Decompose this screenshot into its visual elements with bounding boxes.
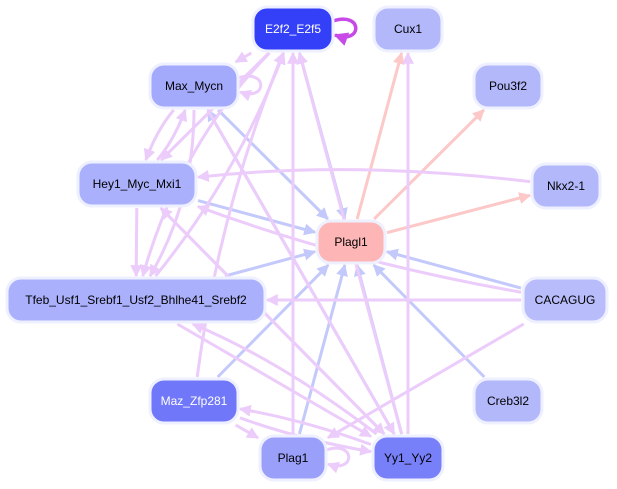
edge-Hey1_Myc_Mxi1-to-Tfeb_Usf1_Srebf1_Usf2_Bhlhe41_Srebf2 bbox=[130, 207, 143, 278]
node-Cux1[interactable]: Cux1 bbox=[372, 5, 444, 53]
node-label: Yy1_Yy2 bbox=[384, 451, 432, 465]
node-Max_Mycn[interactable]: Max_Mycn bbox=[148, 62, 240, 110]
edge-E2f2_E2f5-to-E2f2_E2f5 bbox=[332, 17, 358, 46]
edge-Creb3l2-to-Plagl1 bbox=[372, 263, 486, 379]
node-label: Maz_Zfp281 bbox=[161, 394, 228, 408]
edge-Plagl1-to-Pou3f2 bbox=[373, 108, 485, 221]
edge-Yy1_Yy2-to-Maz_Zfp281 bbox=[238, 404, 372, 446]
node-Hey1_Myc_Mxi1[interactable]: Hey1_Myc_Mxi1 bbox=[76, 160, 198, 208]
node-Plagl1[interactable]: Plagl1 bbox=[315, 219, 387, 265]
edge-Plag1-to-Plagl1 bbox=[297, 263, 348, 435]
node-label: Pou3f2 bbox=[489, 79, 527, 93]
node-Plag1[interactable]: Plag1 bbox=[258, 434, 328, 482]
edge-Plagl1-to-Cux1 bbox=[355, 51, 405, 220]
edge-E2f2_E2f5-to-Max_Mycn bbox=[234, 51, 253, 64]
edge-Plagl1-to-Nkx2-1 bbox=[386, 192, 532, 235]
edge-Tfeb_Usf1_Srebf1_Usf2_Bhlhe41_Srebf2-to-Plagl1 bbox=[224, 248, 317, 278]
nodes-layer: E2f2_E2f5 Cux1 Max_Mycn Pou3f2 Hey1_Myc_… bbox=[5, 5, 609, 482]
edge-Max_Mycn-to-Yy1_Yy2 bbox=[206, 109, 396, 436]
node-label: Tfeb_Usf1_Srebf1_Usf2_Bhlhe41_Srebf2 bbox=[25, 293, 247, 307]
node-Maz_Zfp281[interactable]: Maz_Zfp281 bbox=[148, 377, 240, 425]
node-CACAGUG[interactable]: CACAGUG bbox=[521, 276, 609, 324]
node-Yy1_Yy2[interactable]: Yy1_Yy2 bbox=[371, 434, 445, 482]
edge-Maz_Zfp281-to-Plag1 bbox=[234, 423, 260, 440]
edge-Max_Mycn-to-Hey1_Myc_Mxi1 bbox=[143, 109, 175, 162]
node-Creb3l2[interactable]: Creb3l2 bbox=[472, 377, 544, 425]
edge-CACAGUG-to-Plagl1 bbox=[385, 248, 522, 290]
node-label: Plagl1 bbox=[334, 235, 368, 249]
edge-Plag1-to-Plag1 bbox=[325, 446, 351, 474]
node-label: Max_Mycn bbox=[165, 79, 223, 93]
edge-CACAGUG-to-Plag1 bbox=[326, 322, 525, 439]
edge-Nkx2-1-to-Hey1_Myc_Mxi1 bbox=[196, 168, 531, 184]
edge-Tfeb_Usf1_Srebf1_Usf2_Bhlhe41_Srebf2-to-E2f2_E2f5 bbox=[154, 51, 286, 277]
edge-Hey1_Myc_Mxi1-to-Max_Mycn bbox=[156, 108, 188, 161]
node-label: Hey1_Myc_Mxi1 bbox=[93, 177, 182, 191]
node-label: Plag1 bbox=[278, 451, 309, 465]
edge-Max_Mycn-to-Plagl1 bbox=[217, 108, 329, 221]
node-label: CACAGUG bbox=[535, 293, 596, 307]
node-label: Cux1 bbox=[394, 22, 422, 36]
node-Tfeb_Usf1_Srebf1_Usf2_Bhlhe41_Srebf2[interactable]: Tfeb_Usf1_Srebf1_Usf2_Bhlhe41_Srebf2 bbox=[5, 276, 267, 324]
node-Nkx2-1[interactable]: Nkx2-1 bbox=[530, 162, 602, 210]
node-label: Creb3l2 bbox=[487, 394, 529, 408]
node-label: E2f2_E2f5 bbox=[265, 22, 321, 36]
node-E2f2_E2f5[interactable]: E2f2_E2f5 bbox=[251, 5, 335, 53]
edge-Yy1_Yy2-to-Tfeb_Usf1_Srebf1_Usf2_Bhlhe41_Srebf2 bbox=[191, 322, 378, 436]
edge-Hey1_Myc_Mxi1-to-Yy1_Yy2 bbox=[159, 206, 386, 436]
edge-E2f2_E2f5-to-Tfeb_Usf1_Srebf1_Usf2_Bhlhe41_Srebf2 bbox=[139, 51, 271, 278]
edge-Tfeb_Usf1_Srebf1_Usf2_Bhlhe41_Srebf2-to-Yy1_Yy2 bbox=[176, 322, 373, 438]
node-Pou3f2[interactable]: Pou3f2 bbox=[472, 62, 544, 110]
node-label: Nkx2-1 bbox=[547, 179, 585, 193]
